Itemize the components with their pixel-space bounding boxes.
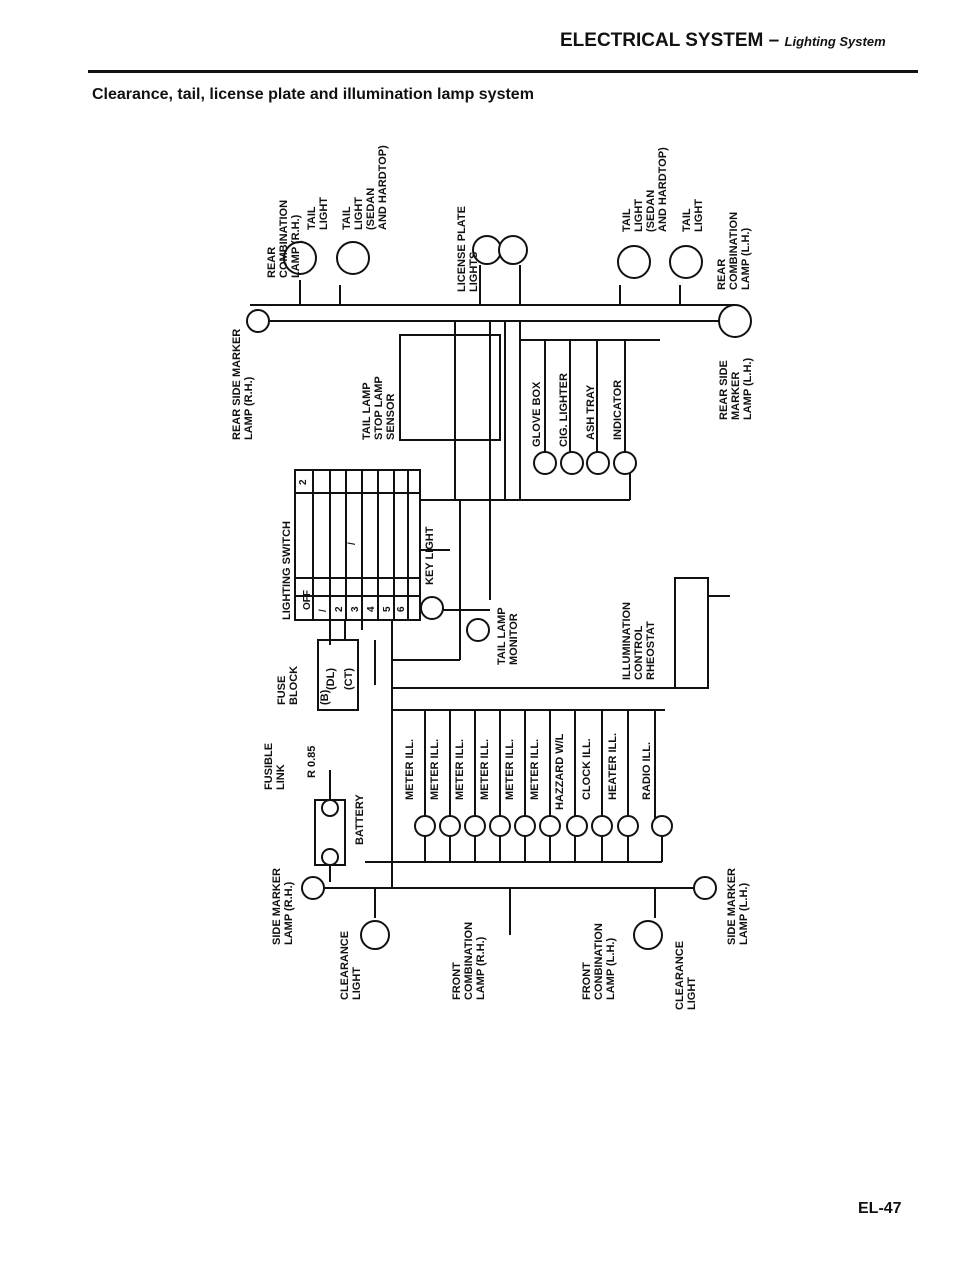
illum-bulb-8: [591, 815, 613, 837]
rear-side-marker-lh-bulb: [718, 304, 752, 338]
tail-light-lh-bulb: [669, 245, 703, 279]
label-tail-light-sedan-rh: TAIL LIGHT (SEDAN AND HARDTOP): [341, 145, 389, 230]
label-lighting-switch: LIGHTING SWITCH: [281, 521, 293, 620]
header-section-name: ELECTRICAL SYSTEM: [560, 30, 764, 51]
indicator-bulb: [613, 451, 637, 475]
label-r085: R 0.85: [306, 746, 318, 778]
label-fuse-block: FUSE BLOCK: [276, 666, 300, 705]
switch-position-2: 2: [298, 479, 309, 485]
label-ash-tray: ASH TRAY: [585, 384, 597, 440]
label-illum-6: METER ILL.: [529, 739, 541, 800]
cig-lighter-bulb: [560, 451, 584, 475]
switch-row-2: 2: [334, 606, 345, 612]
label-fuse-b: (B): [319, 689, 331, 705]
label-glove-box: GLOVE BOX: [531, 381, 543, 447]
rear-side-marker-rh-bulb: [246, 309, 270, 333]
key-light-bulb: [420, 596, 444, 620]
label-illum-2: METER ILL.: [429, 739, 441, 800]
label-clearance-light-lh: CLEARANCE LIGHT: [674, 938, 698, 1010]
label-illum-7: HAZZARD W/L: [554, 733, 566, 810]
illum-bulb-4: [489, 815, 511, 837]
tail-light-sedan-rh-bulb: [336, 241, 370, 275]
label-illum-1: METER ILL.: [404, 739, 416, 800]
ash-tray-bulb: [586, 451, 610, 475]
wires: [250, 265, 735, 935]
label-front-combination-rh: FRONT COMBINATION LAMP (R.H.): [451, 919, 487, 1000]
side-marker-rh-bulb: [301, 876, 325, 900]
label-tail-light-lh: TAIL LIGHT: [681, 199, 705, 232]
illum-bulb-9: [617, 815, 639, 837]
switch-row-3: 3: [350, 606, 361, 612]
component-labels: REAR COMBINATION LAMP (R.H.) TAIL LIGHT …: [231, 145, 754, 1010]
tail-light-sedan-lh-bulb: [617, 245, 651, 279]
header-subsection: Lighting System: [784, 34, 886, 49]
label-tail-lamp-monitor: TAIL LAMP MONITOR: [496, 604, 520, 665]
illum-bulb-1: [414, 815, 436, 837]
header-separator: –: [763, 30, 785, 51]
illum-bulb-6: [539, 815, 561, 837]
switch-row-1: /: [318, 609, 329, 612]
clearance-light-lh-bulb: [633, 920, 663, 950]
switch-position-1: /: [347, 542, 358, 545]
illum-bulb-7: [566, 815, 588, 837]
label-illum-4: METER ILL.: [479, 739, 491, 800]
switch-row-5: 5: [382, 606, 393, 612]
battery-minus: [321, 848, 339, 866]
label-license-plate: LICENSE PLATE LIGHTS: [456, 203, 480, 292]
label-fusible-link: FUSIBLE LINK: [263, 740, 287, 790]
clearance-light-rh-bulb: [360, 920, 390, 950]
label-front-combination-lh: FRONT CONBINATION LAMP (L.H.): [581, 920, 617, 1000]
label-tail-light-rh: TAIL LIGHT: [306, 197, 330, 230]
label-cig-lighter: CIG. LIGHTER: [558, 373, 570, 447]
label-fuse-dl: (DL): [325, 668, 337, 690]
label-illum-9: HEATER ILL.: [607, 733, 619, 800]
label-indicator: INDICATOR: [612, 380, 624, 440]
label-rear-combination-lh: REAR COMBINATION LAMP (L.H.): [716, 209, 752, 290]
page-number: EL-47: [858, 1200, 902, 1217]
label-side-marker-lh: SIDE MARKER LAMP (L.H.): [726, 865, 750, 945]
label-clearance-light-rh: CLEARANCE LIGHT: [339, 928, 363, 1000]
label-rear-side-marker-lh: REAR SIDE MARKER LAMP (L.H.): [718, 357, 754, 420]
label-key-light: KEY LIGHT: [424, 526, 436, 585]
switch-row-6: 6: [396, 606, 407, 612]
license-light-2: [498, 235, 528, 265]
label-rear-side-marker-rh: REAR SIDE MARKER LAMP (R.H.): [231, 326, 255, 440]
label-illum-10: RADIO ILL.: [641, 742, 653, 800]
header-rule: [88, 70, 918, 73]
illum-bulb-3: [464, 815, 486, 837]
label-illumination-control: ILLUMINATION CONTROL RHEOSTAT: [621, 599, 657, 680]
switch-table-labels: OFF / 2 / 2 3 4 5 6: [298, 479, 407, 612]
label-rear-combination-rh: REAR COMBINATION LAMP (R.H.): [266, 197, 302, 278]
tail-light-rh-bulb: [283, 241, 317, 275]
glove-box-bulb: [533, 451, 557, 475]
header-section-title: ELECTRICAL SYSTEM – Lighting System: [560, 30, 886, 52]
tail-lamp-monitor-bulb: [466, 618, 490, 642]
page-title: Clearance, tail, license plate and illum…: [92, 86, 534, 103]
label-tail-lamp-sensor: TAIL LAMP STOP LAMP SENSOR: [361, 373, 397, 440]
lamp-symbols: [246, 235, 752, 950]
label-side-marker-rh: SIDE MARKER LAMP (R.H.): [271, 865, 295, 945]
switch-position-off: OFF: [302, 590, 313, 610]
label-illum-8: CLOCK ILL.: [581, 738, 593, 800]
illum-bulb-10: [651, 815, 673, 837]
illum-bulb-5: [514, 815, 536, 837]
label-battery: BATTERY: [354, 794, 366, 845]
illum-bulb-2: [439, 815, 461, 837]
side-marker-lh-bulb: [693, 876, 717, 900]
label-illum-5: METER ILL.: [504, 739, 516, 800]
label-tail-light-sedan-lh: TAIL LIGHT (SEDAN AND HARDTOP): [621, 147, 669, 232]
switch-row-4: 4: [366, 606, 377, 612]
label-illum-3: METER ILL.: [454, 739, 466, 800]
battery-plus: [321, 799, 339, 817]
label-fuse-ct: (CT): [343, 668, 355, 690]
